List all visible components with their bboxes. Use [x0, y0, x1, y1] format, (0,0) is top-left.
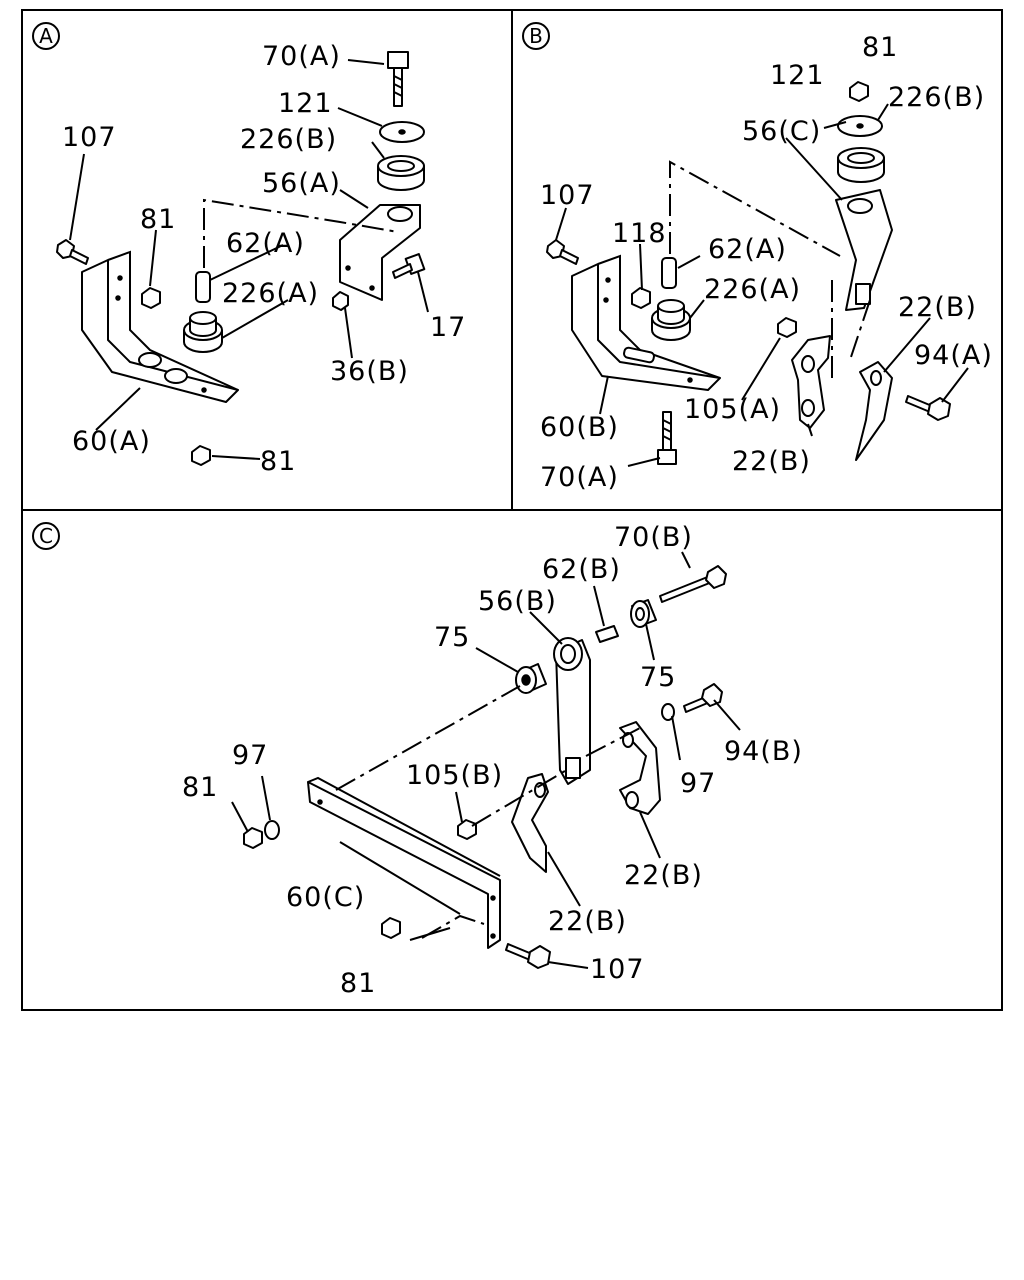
label-97-right: 97	[680, 768, 716, 799]
label-75-right: 75	[640, 662, 676, 693]
washer-97-left	[264, 820, 280, 840]
panel-a-marker	[32, 22, 60, 50]
bushing-75-left	[515, 663, 547, 694]
panel-b-letter: B	[529, 24, 543, 48]
label-94b: 94(B)	[724, 736, 803, 767]
bolt-107-a	[56, 239, 89, 265]
label-121-b: 121	[770, 60, 825, 91]
nut-81-b	[849, 81, 869, 102]
cushion-226b	[377, 155, 425, 191]
centerline-a	[203, 198, 399, 268]
panel-b: B	[522, 22, 993, 493]
clamp-22b-b2	[855, 361, 893, 461]
label-107: 107	[62, 122, 117, 153]
pin-62a-b	[661, 257, 677, 289]
bolt-107-c	[505, 943, 551, 969]
bolt-70b	[659, 565, 727, 603]
label-70a-b: 70(A)	[540, 462, 619, 493]
label-226a: 226(A)	[222, 278, 319, 309]
label-81-bottom-c: 81	[340, 968, 376, 999]
nut-81-c2	[381, 917, 401, 939]
cushion-226a	[183, 311, 223, 353]
panel-c-letter: C	[39, 524, 53, 548]
label-36b: 36(B)	[330, 356, 409, 387]
label-62a: 62(A)	[226, 228, 305, 259]
bushing-75-right	[630, 599, 657, 628]
link-56b	[553, 637, 591, 785]
leader-lines-b	[555, 103, 969, 467]
label-22b-b1: 22(B)	[898, 292, 977, 323]
clamp-22b-c2	[511, 773, 549, 873]
label-105b: 105(B)	[406, 760, 503, 791]
label-60a: 60(A)	[72, 426, 151, 457]
nut-105b	[457, 819, 477, 840]
label-60c: 60(C)	[286, 882, 365, 913]
label-81-b: 81	[862, 32, 898, 63]
nut-81-a1	[141, 287, 161, 309]
label-70b: 70(B)	[614, 522, 693, 553]
leader-lines-a	[69, 59, 429, 460]
washer-97-right	[661, 703, 675, 721]
panel-a: A	[32, 22, 466, 477]
label-22b-b2: 22(B)	[732, 446, 811, 477]
label-56a: 56(A)	[262, 168, 341, 199]
label-62b: 62(B)	[542, 554, 621, 585]
bracket-56a	[339, 204, 421, 301]
label-105a: 105(A)	[684, 394, 781, 425]
bracket-60a	[81, 250, 239, 403]
bolt-107-b	[546, 239, 579, 265]
nut-36b	[332, 291, 349, 311]
nut-105a	[777, 317, 797, 338]
label-226b-b: 226(B)	[888, 82, 985, 113]
bolt-94b	[683, 683, 723, 713]
label-75-left: 75	[434, 622, 470, 653]
bracket-60c	[307, 776, 501, 949]
panel-b-marker	[522, 22, 550, 50]
label-22b-c1: 22(B)	[624, 860, 703, 891]
label-121: 121	[278, 88, 333, 119]
pin-62a	[195, 271, 211, 303]
label-17: 17	[430, 312, 466, 343]
nut-81-c1	[243, 827, 263, 849]
label-60b: 60(B)	[540, 412, 619, 443]
centerline-c	[335, 685, 641, 939]
label-22b-c2: 22(B)	[548, 906, 627, 937]
panel-c: C	[32, 522, 803, 999]
label-56c: 56(C)	[742, 116, 821, 147]
centerline-b	[669, 160, 871, 380]
panel-a-letter: A	[39, 24, 53, 48]
label-226a-b: 226(A)	[704, 274, 801, 305]
bolt-70a-b	[657, 411, 677, 465]
label-107-c: 107	[590, 954, 645, 985]
bolt-17	[392, 253, 426, 279]
label-81-bottom: 81	[260, 446, 296, 477]
cushion-226a-b	[651, 299, 691, 341]
nut-118	[631, 287, 651, 309]
label-70a: 70(A)	[262, 41, 341, 72]
cushion-226b-b	[837, 147, 885, 183]
panel-c-marker	[32, 522, 60, 550]
label-118: 118	[612, 218, 667, 249]
label-107-b: 107	[540, 180, 595, 211]
label-97-left: 97	[232, 740, 268, 771]
label-62a-b: 62(A)	[708, 234, 787, 265]
label-94a: 94(A)	[914, 340, 993, 371]
bolt-70a	[387, 51, 409, 107]
label-226b: 226(B)	[240, 124, 337, 155]
label-81: 81	[140, 204, 176, 235]
pin-62b	[595, 625, 619, 643]
nut-81-a2	[191, 445, 211, 466]
bolt-94a	[905, 395, 951, 421]
label-56b: 56(B)	[478, 586, 557, 617]
bracket-60b	[571, 254, 721, 391]
label-81-left: 81	[182, 772, 218, 803]
clamp-22b-b1	[791, 335, 831, 429]
bracket-56c	[835, 189, 893, 311]
